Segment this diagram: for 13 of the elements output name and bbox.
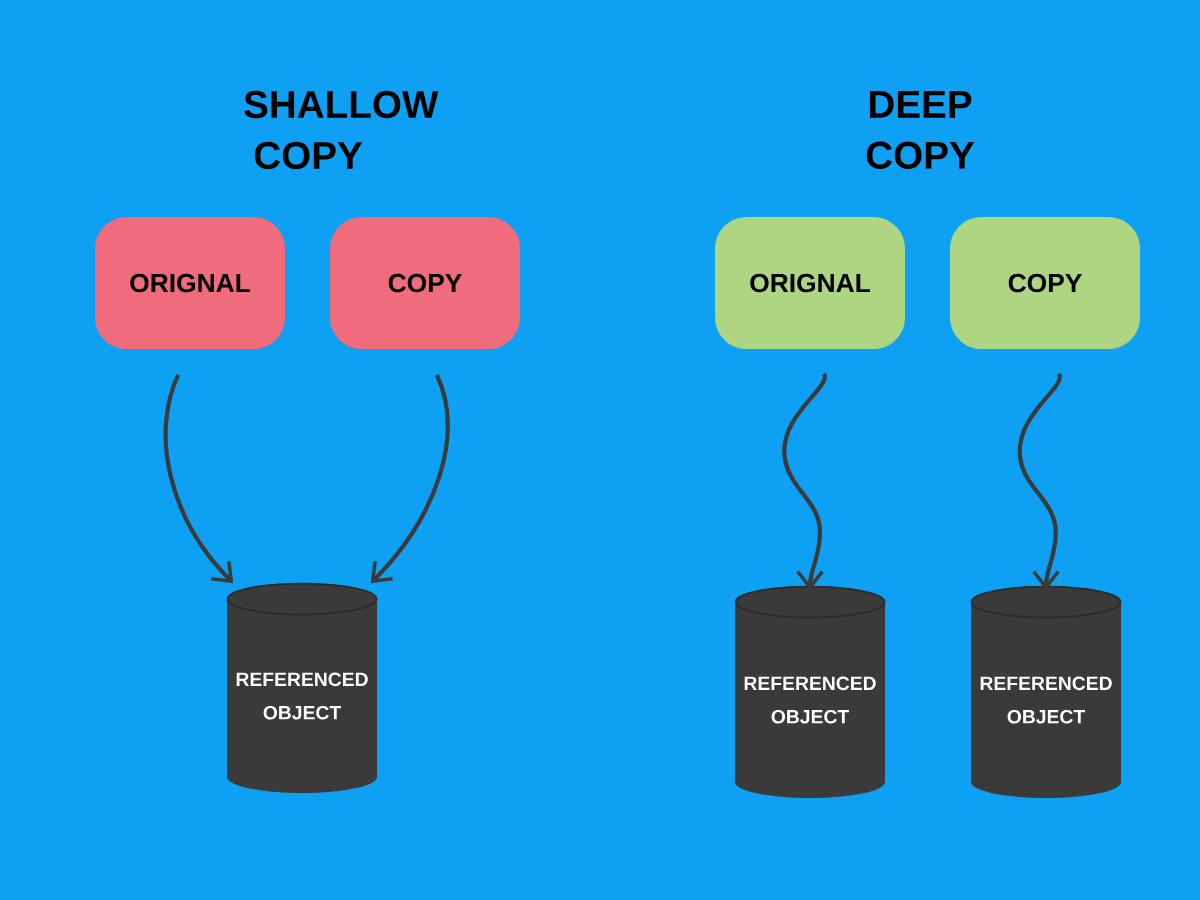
database-cylinder: REFERENCED OBJECT (734, 585, 886, 798)
database-cylinder: REFERENCED OBJECT (226, 582, 378, 793)
arrow (1017, 373, 1062, 591)
process-box: COPY (330, 217, 520, 349)
section-heading: SHALLOW COPY (244, 90, 439, 170)
process-box: ORIGNAL (95, 217, 285, 349)
process-box: ORIGNAL (715, 217, 905, 349)
section-heading: DEEP COPY (866, 91, 975, 169)
arrow (370, 374, 450, 584)
process-box: COPY (950, 217, 1140, 349)
arrow (782, 373, 827, 591)
arrow (163, 374, 234, 584)
database-cylinder: REFERENCED OBJECT (970, 585, 1122, 798)
